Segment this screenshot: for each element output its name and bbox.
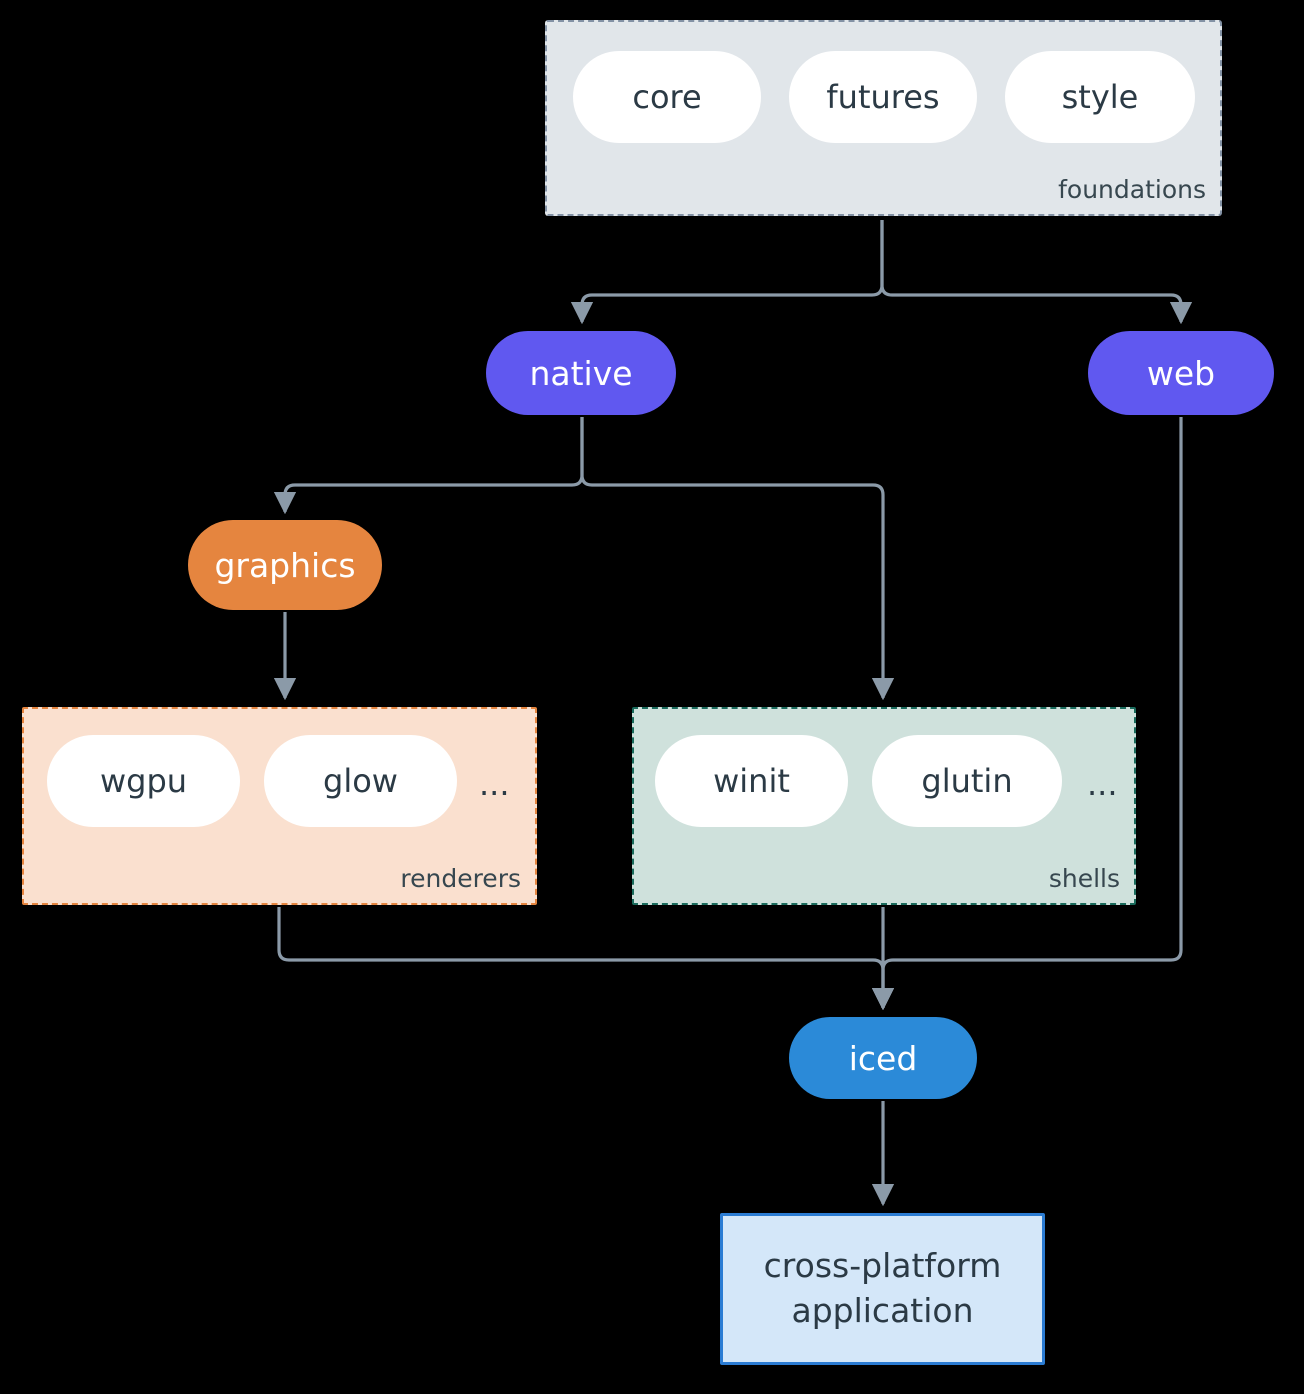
cluster-renderers-label: renderers [400, 864, 521, 893]
node-iced[interactable]: iced [789, 1017, 977, 1099]
edge-renderers-iced [277, 907, 895, 1011]
node-web[interactable]: web [1088, 331, 1274, 415]
node-graphics[interactable]: graphics [188, 520, 382, 610]
node-winit[interactable]: winit [655, 735, 848, 827]
node-core[interactable]: core [573, 51, 761, 143]
node-cross-platform-application[interactable]: cross-platform application [720, 1213, 1045, 1365]
node-futures[interactable]: futures [789, 51, 977, 143]
shells-ellipsis: ... [1087, 765, 1118, 803]
edge-foundations-web [880, 220, 1193, 325]
cluster-foundations-label: foundations [1058, 175, 1206, 204]
edge-native-shells [580, 417, 895, 701]
edge-foundations-native [570, 220, 884, 325]
node-native[interactable]: native [486, 331, 676, 415]
node-glow[interactable]: glow [264, 735, 457, 827]
node-style[interactable]: style [1005, 51, 1195, 143]
edge-native-graphics [273, 417, 584, 515]
application-label-line2: application [791, 1291, 974, 1330]
cluster-shells-label: shells [1048, 864, 1120, 893]
renderers-ellipsis: ... [479, 765, 510, 803]
node-wgpu[interactable]: wgpu [47, 735, 240, 827]
node-glutin[interactable]: glutin [872, 735, 1062, 827]
application-label-line1: cross-platform [763, 1246, 1002, 1286]
